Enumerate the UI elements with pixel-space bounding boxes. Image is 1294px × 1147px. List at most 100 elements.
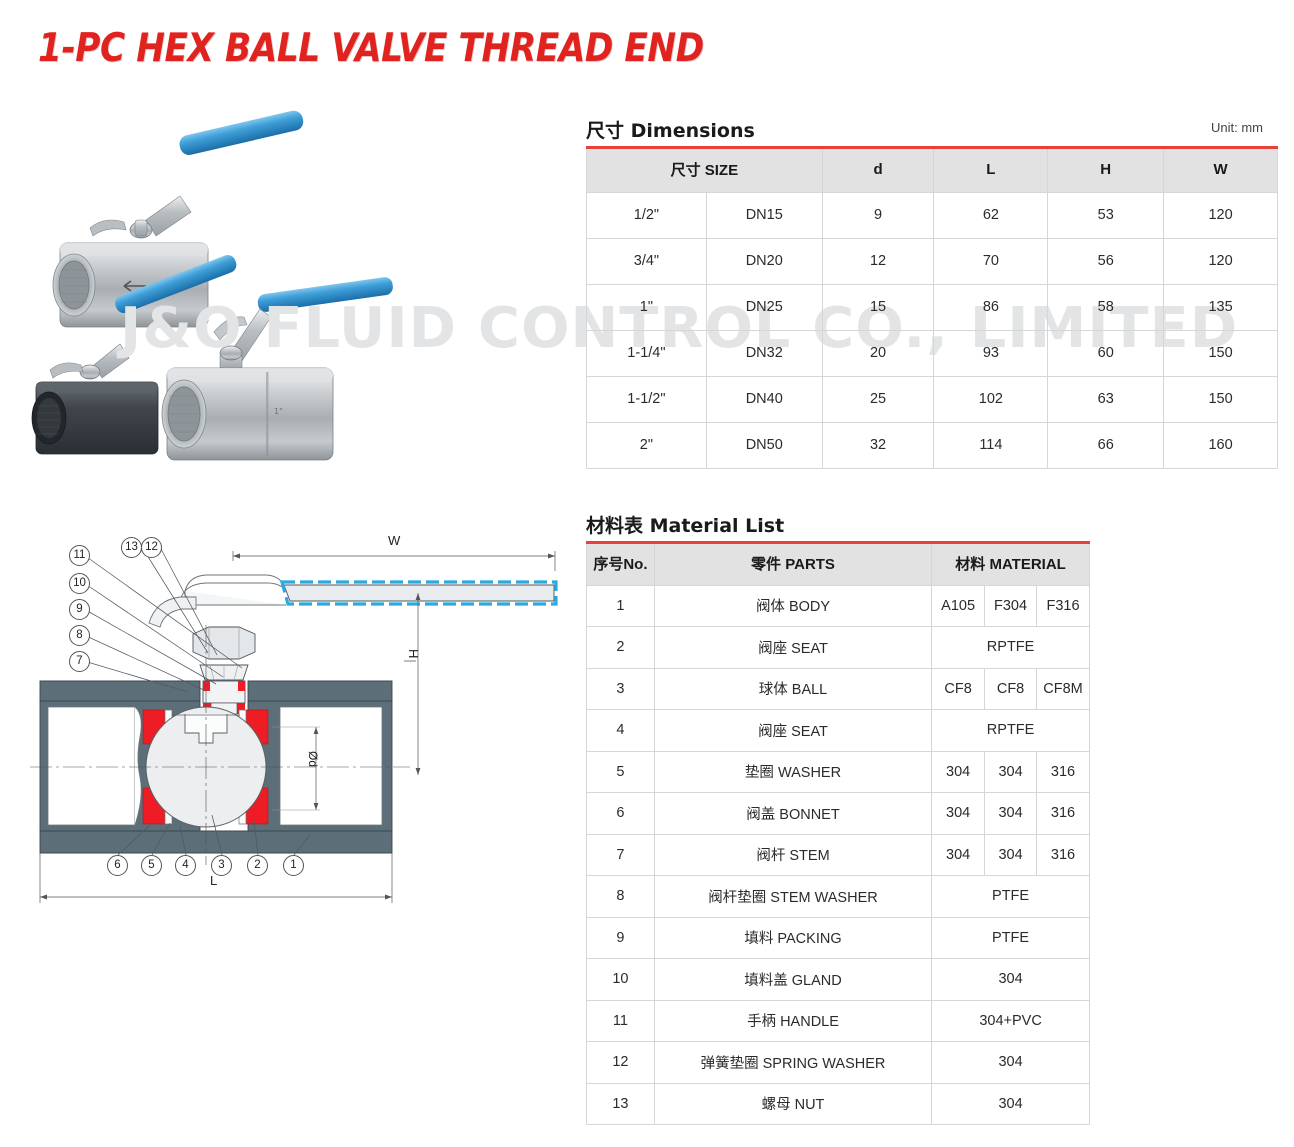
material-cell-no: 3 — [586, 667, 655, 710]
dimension-cell-W: 120 — [1163, 237, 1278, 285]
material-cell-value: 304 — [931, 833, 986, 876]
material-cell-value: 316 — [1036, 833, 1090, 876]
dimension-cell-L: 70 — [933, 237, 1049, 285]
handle-assembly — [148, 574, 558, 628]
dimensions-accent-rule — [586, 146, 1278, 149]
cross-section-svg — [30, 546, 558, 903]
callout-1: 1 — [283, 855, 304, 876]
col-header-no: 序号No. — [586, 543, 655, 586]
col-header-L: L — [933, 148, 1049, 193]
material-header-row: 序号No. 零件 PARTS 材料 MATERIAL — [586, 543, 1090, 586]
dimension-cell-H: 53 — [1047, 191, 1165, 239]
dimension-H — [404, 593, 421, 775]
material-cell-no: 10 — [586, 958, 655, 1001]
material-cell-part: 阀体 BODY — [653, 584, 933, 627]
material-cell-part: 螺母 NUT — [653, 1082, 933, 1125]
material-cell-value: 304 — [984, 750, 1038, 793]
material-cell-no: 1 — [586, 584, 655, 627]
material-cell-value: 304 — [931, 750, 986, 793]
material-cell-part: 阀杆 STEM — [653, 833, 933, 876]
photo-valve-stainless-right: 1" — [161, 277, 393, 461]
dimension-cell-L: 114 — [933, 421, 1049, 469]
material-cell-value: PTFE — [931, 916, 1090, 959]
dimension-label-H: H — [406, 649, 421, 659]
callout-9: 9 — [69, 599, 90, 620]
material-cell-part: 手柄 HANDLE — [653, 999, 933, 1042]
photo-valve-carbon-steel — [31, 255, 237, 455]
dimension-cell-size_in: 1-1/2" — [586, 375, 707, 423]
material-cell-no: 2 — [586, 626, 655, 669]
callout-10: 10 — [69, 573, 90, 594]
material-cell-value: A105 — [931, 584, 986, 627]
dimension-cell-W: 150 — [1163, 375, 1278, 423]
dimension-cell-size_dn: DN40 — [705, 375, 823, 423]
product-photos-svg: 1" — [31, 110, 393, 461]
callout-2: 2 — [247, 855, 268, 876]
svg-text:1": 1" — [274, 407, 283, 416]
dimension-L — [39, 853, 393, 903]
dimension-cell-H: 60 — [1047, 329, 1165, 377]
material-cell-part: 阀座 SEAT — [653, 626, 933, 669]
dimension-cell-L: 93 — [933, 329, 1049, 377]
material-cell-part: 阀盖 BONNET — [653, 792, 933, 835]
dimension-cell-size_dn: DN20 — [705, 237, 823, 285]
callout-4: 4 — [175, 855, 196, 876]
material-cell-value: CF8 — [984, 667, 1038, 710]
material-accent-rule — [586, 541, 1090, 544]
material-cell-no: 7 — [586, 833, 655, 876]
dimension-cell-H: 56 — [1047, 237, 1165, 285]
material-cell-value: RPTFE — [931, 626, 1090, 669]
dimension-cell-d: 15 — [821, 283, 935, 331]
material-cell-value: 316 — [1036, 792, 1090, 835]
callout-13: 13 — [121, 537, 142, 558]
material-cell-value: CF8M — [1036, 667, 1090, 710]
nut-and-spring-washer — [192, 626, 256, 681]
material-cell-no: 13 — [586, 1082, 655, 1125]
material-cell-part: 阀座 SEAT — [653, 709, 933, 752]
dimension-W — [232, 551, 556, 571]
material-cell-part: 阀杆垫圈 STEM WASHER — [653, 875, 933, 918]
col-header-H: H — [1047, 148, 1165, 193]
material-cell-value: 304 — [931, 792, 986, 835]
callout-12: 12 — [141, 537, 162, 558]
material-cell-no: 11 — [586, 999, 655, 1042]
dimension-cell-W: 150 — [1163, 329, 1278, 377]
material-cell-part: 填料盖 GLAND — [653, 958, 933, 1001]
dimension-cell-H: 66 — [1047, 421, 1165, 469]
callout-3: 3 — [211, 855, 232, 876]
material-cell-value: 304 — [931, 1082, 1090, 1125]
page-title: 1-PC HEX BALL VALVE THREAD END — [38, 26, 704, 71]
valve-body-section — [30, 625, 410, 865]
material-cell-part: 弹簧垫圈 SPRING WASHER — [653, 1041, 933, 1084]
callout-11: 11 — [69, 545, 90, 566]
material-cell-no: 4 — [586, 709, 655, 752]
dimension-label-d: Ød — [306, 751, 320, 768]
material-cell-part: 球体 BALL — [653, 667, 933, 710]
dimension-cell-size_dn: DN32 — [705, 329, 823, 377]
material-cell-no: 12 — [586, 1041, 655, 1084]
dimension-cell-d: 32 — [821, 421, 935, 469]
material-cell-value: RPTFE — [931, 709, 1090, 752]
dimension-cell-size_dn: DN25 — [705, 283, 823, 331]
material-cell-value: F316 — [1036, 584, 1090, 627]
material-cell-value: 316 — [1036, 750, 1090, 793]
photo-valve-stainless-top — [52, 110, 304, 328]
material-cell-value: F304 — [984, 584, 1038, 627]
dimension-label-W: W — [388, 533, 401, 548]
material-cell-value: 304 — [984, 833, 1038, 876]
dimension-cell-d: 20 — [821, 329, 935, 377]
dimension-cell-L: 62 — [933, 191, 1049, 239]
material-cell-value: CF8 — [931, 667, 986, 710]
